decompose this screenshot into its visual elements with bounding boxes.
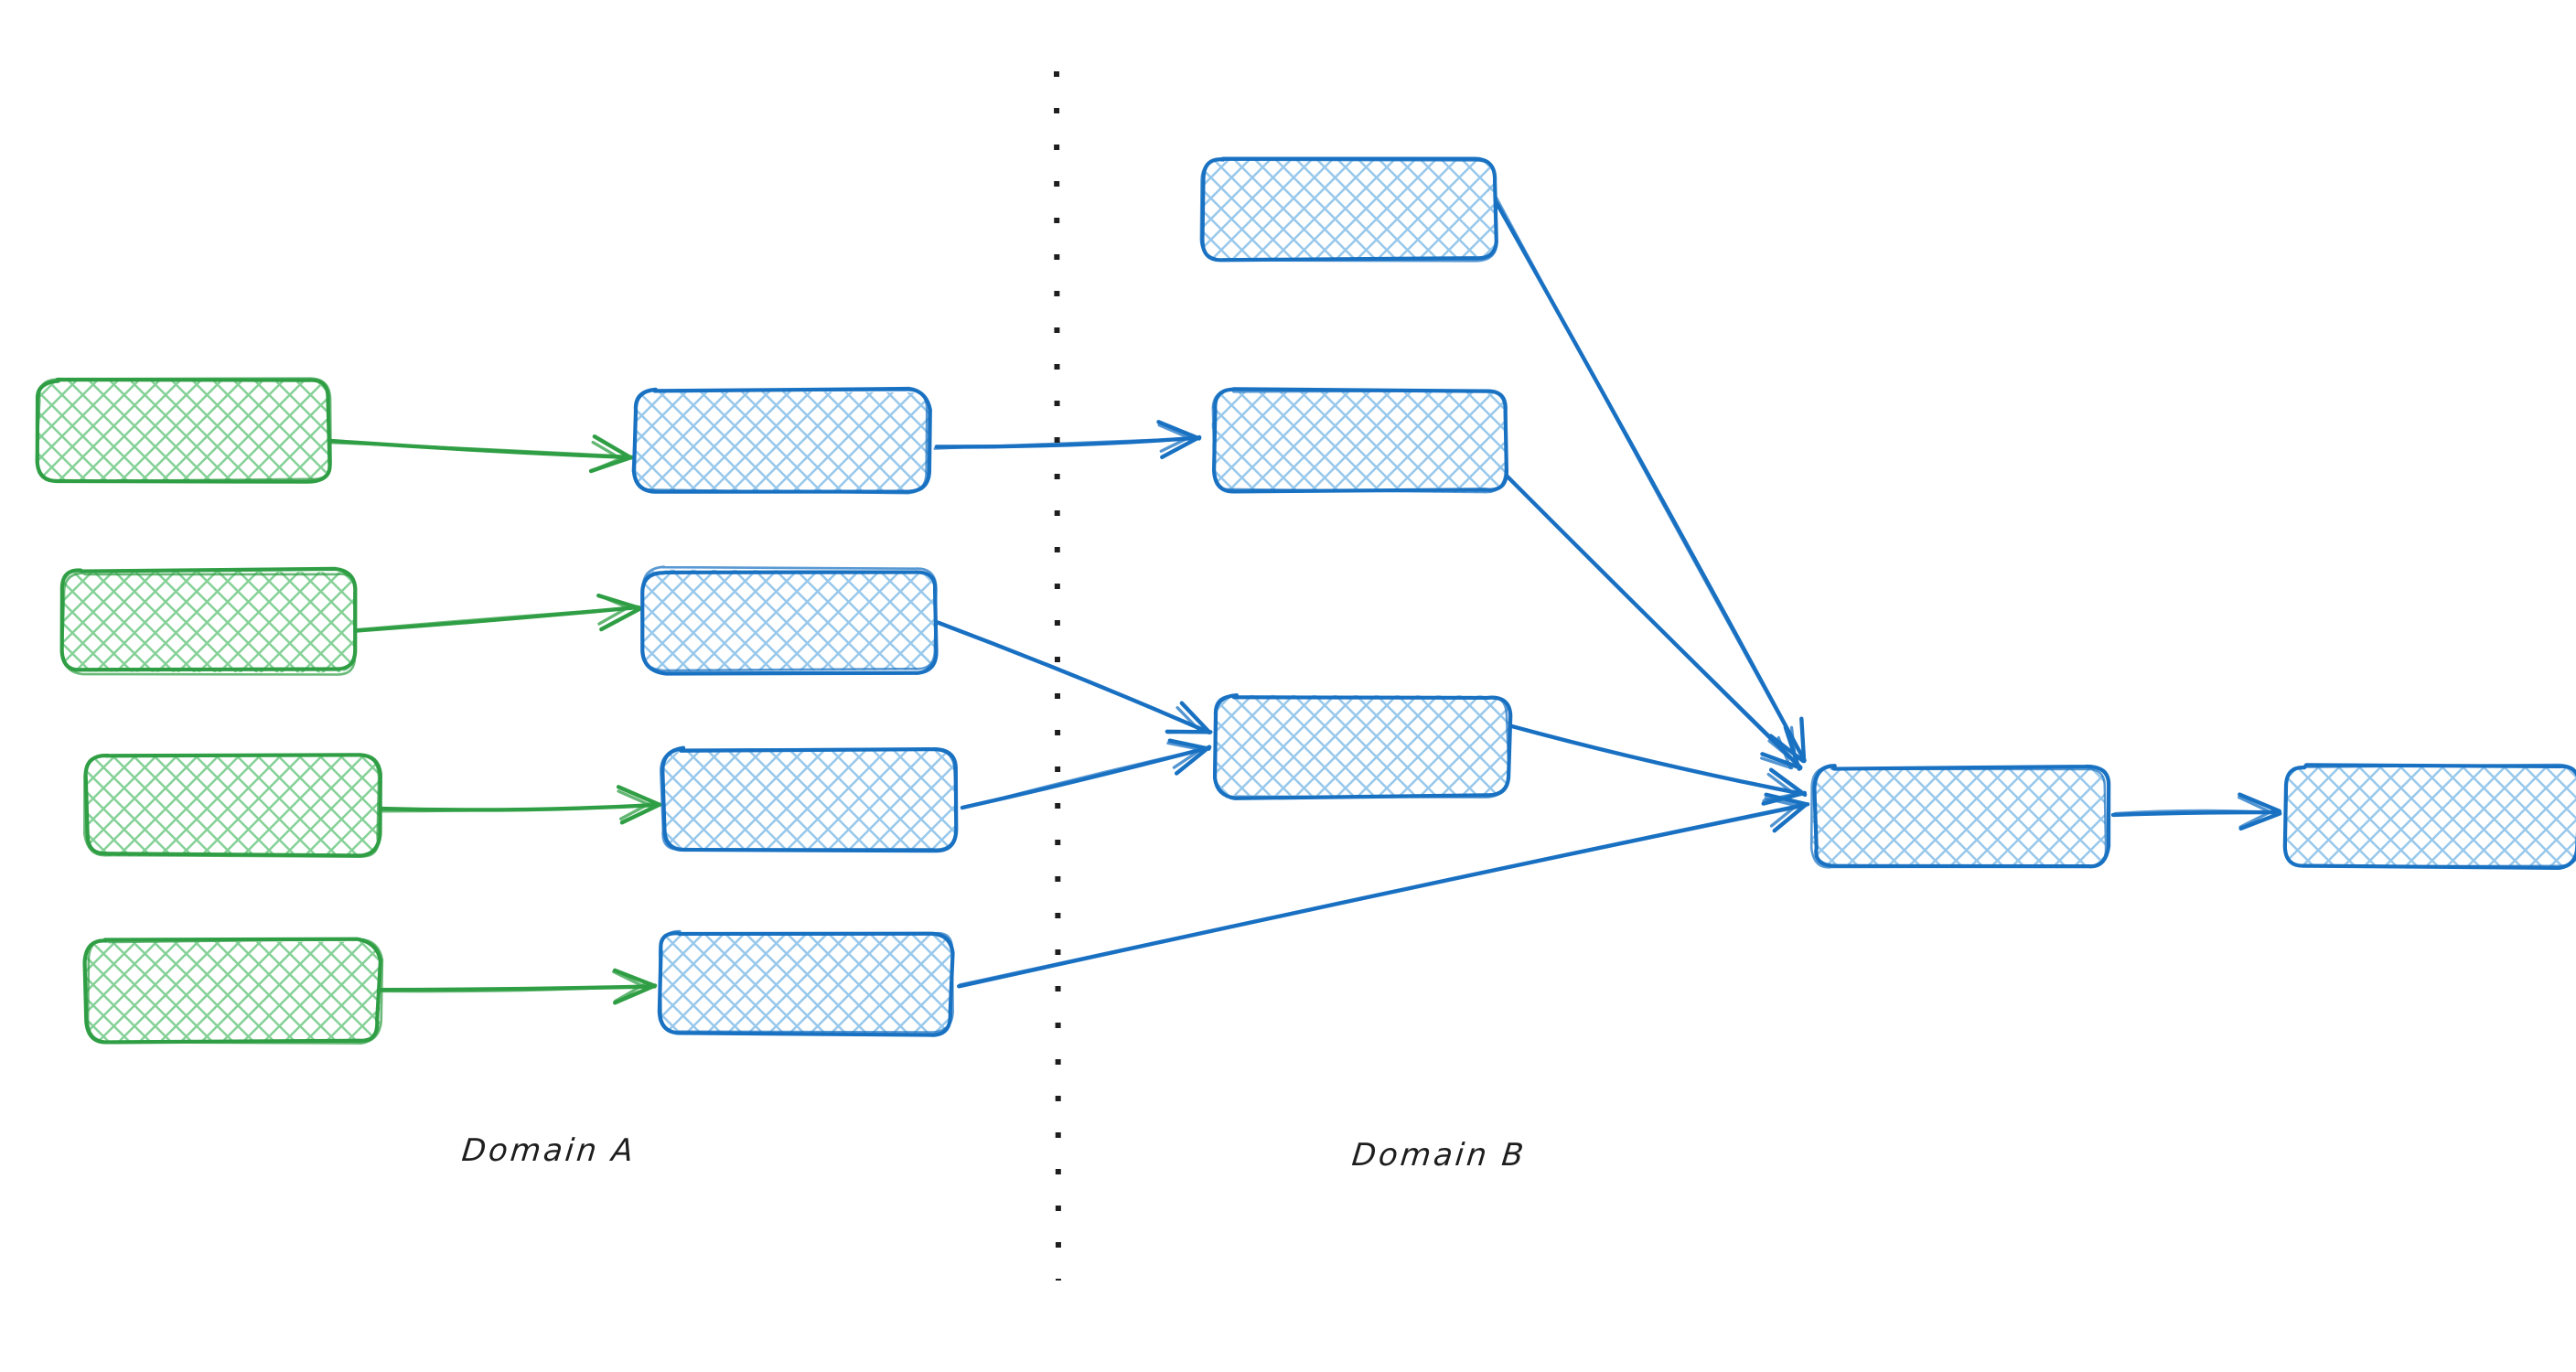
node-fill — [86, 940, 381, 1044]
node-outline — [1199, 156, 1498, 263]
node-outline — [35, 377, 332, 483]
edge-c2-d1[interactable] — [1497, 466, 1803, 771]
node-e1[interactable] — [2282, 763, 2576, 871]
edge-b4-d1[interactable] — [957, 792, 1810, 989]
domain-a-label: Domain A — [459, 1132, 639, 1169]
node-d1[interactable] — [1809, 764, 2111, 869]
node-outline — [640, 565, 938, 672]
node-c3[interactable] — [1212, 692, 1513, 800]
node-outline — [1211, 388, 1508, 494]
domain-divider-line — [1054, 70, 1061, 1281]
node-fill — [643, 569, 936, 671]
node-outline — [658, 929, 954, 1034]
node-fill — [36, 380, 330, 481]
node-fill — [61, 571, 357, 673]
node-a3[interactable] — [83, 753, 382, 858]
node-a1[interactable] — [35, 377, 332, 484]
edge-b1-c2[interactable] — [933, 420, 1202, 460]
node-b3[interactable] — [660, 745, 959, 853]
domain-b-label: Domain B — [1349, 1137, 1529, 1174]
edge-a2-b2[interactable] — [353, 593, 641, 633]
node-outline — [83, 754, 381, 858]
node-fill — [1211, 390, 1505, 493]
edges-layer — [328, 186, 2282, 1005]
edge-a4-b4[interactable] — [375, 968, 658, 1005]
edge-a1-b1[interactable] — [328, 434, 634, 474]
divider-layer — [1054, 70, 1061, 1281]
node-fill — [87, 755, 381, 857]
node-outline — [82, 937, 383, 1045]
node-c1[interactable] — [1199, 156, 1498, 263]
node-b2[interactable] — [640, 565, 939, 676]
node-a4[interactable] — [82, 937, 384, 1045]
node-outline — [1213, 694, 1510, 799]
node-fill — [1812, 766, 2106, 868]
edge-c1-d1[interactable] — [1487, 186, 1807, 764]
node-outline — [631, 389, 928, 495]
node-fill — [1217, 693, 1511, 796]
node-fill — [1202, 158, 1496, 261]
node-fill — [2286, 766, 2576, 868]
node-fill — [662, 749, 957, 852]
node-outline — [1809, 766, 2108, 869]
node-fill — [658, 932, 953, 1034]
edge-d1-e1[interactable] — [2110, 792, 2282, 831]
edge-b2-c3[interactable] — [935, 619, 1213, 734]
edge-c3-d1[interactable] — [1507, 724, 1808, 806]
edge-b3-c3[interactable] — [960, 738, 1212, 810]
node-b4[interactable] — [657, 929, 955, 1037]
node-outline — [660, 747, 959, 851]
edge-a3-b3[interactable] — [379, 785, 662, 825]
node-outline — [86, 938, 384, 1045]
node-b1[interactable] — [631, 386, 932, 495]
node-fill — [636, 391, 929, 493]
node-outline — [2283, 763, 2576, 868]
node-c2[interactable] — [1211, 387, 1508, 494]
node-outline — [60, 572, 357, 676]
node-a2[interactable] — [59, 566, 358, 676]
nodes-layer — [35, 156, 2576, 1045]
